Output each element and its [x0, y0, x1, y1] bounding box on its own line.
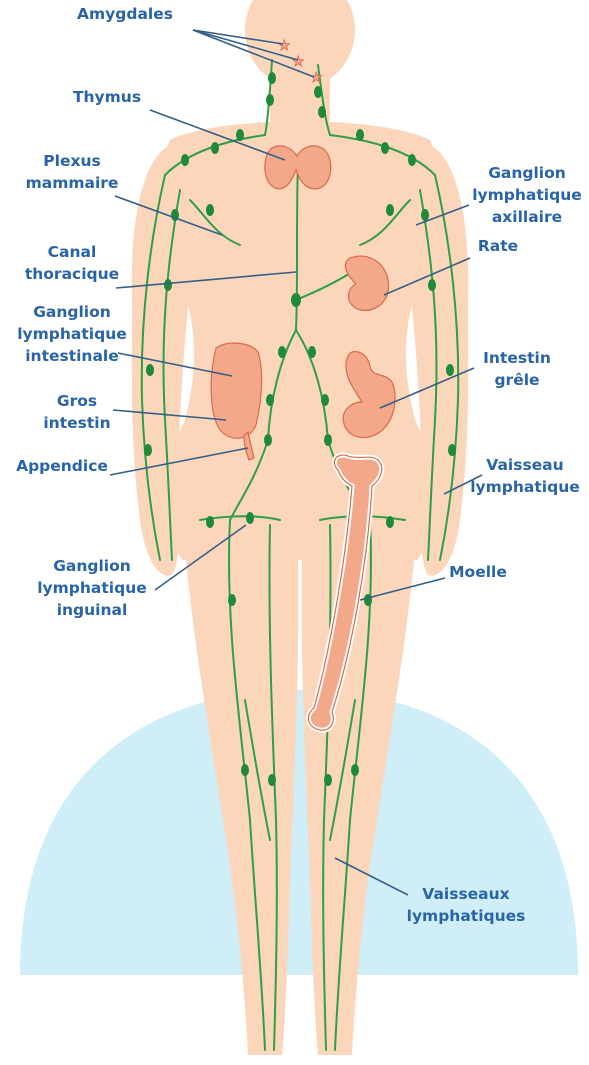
- label-plexus-line1: Plexus: [43, 152, 100, 170]
- label-thymus: Thymus: [73, 88, 141, 106]
- label-rate: Rate: [478, 237, 518, 255]
- label-canal-line2: thoracique: [25, 265, 119, 283]
- label-ganglion-intestinal-line2: lymphatique: [17, 325, 127, 343]
- label-vaisseau-lymphatique-line2: lymphatique: [470, 478, 580, 496]
- label-vaisseaux-lymphatiques-line2: lymphatiques: [407, 907, 526, 925]
- label-ganglion-axillaire-line3: axillaire: [492, 208, 562, 226]
- label-gros-intestin-line2: intestin: [43, 414, 110, 432]
- label-plexus-line2: mammaire: [26, 174, 119, 192]
- label-ganglion-axillaire-line1: Ganglion: [488, 164, 566, 182]
- label-ganglion-intestinal-line1: Ganglion: [33, 303, 111, 321]
- label-ganglion-inguinal-line2: lymphatique: [37, 579, 147, 597]
- label-ganglion-axillaire-line2: lymphatique: [472, 186, 582, 204]
- label-vaisseaux-lymphatiques-line1: Vaisseaux: [422, 885, 509, 903]
- label-gros-intestin-line1: Gros: [57, 392, 97, 410]
- tonsil-star-1: ★: [278, 38, 291, 54]
- large-intestine-organ: [211, 343, 261, 438]
- label-moelle: Moelle: [449, 563, 507, 581]
- tonsil-star-2: ★: [292, 54, 305, 70]
- label-ganglion-intestinal-line3: intestinale: [25, 347, 119, 365]
- label-amygdales: Amygdales: [77, 5, 173, 23]
- label-intestin-grele-line1: Intestin: [483, 349, 551, 367]
- label-appendice: Appendice: [16, 457, 108, 475]
- label-intestin-grele-line2: grêle: [494, 371, 539, 389]
- label-ganglion-inguinal-line1: Ganglion: [53, 557, 131, 575]
- background-arc: [20, 690, 578, 975]
- label-canal-line1: Canal: [48, 243, 97, 261]
- label-ganglion-inguinal-line3: inguinal: [57, 601, 128, 619]
- label-vaisseau-lymphatique-line1: Vaisseau: [486, 456, 563, 474]
- tonsil-star-3: ★: [310, 70, 323, 86]
